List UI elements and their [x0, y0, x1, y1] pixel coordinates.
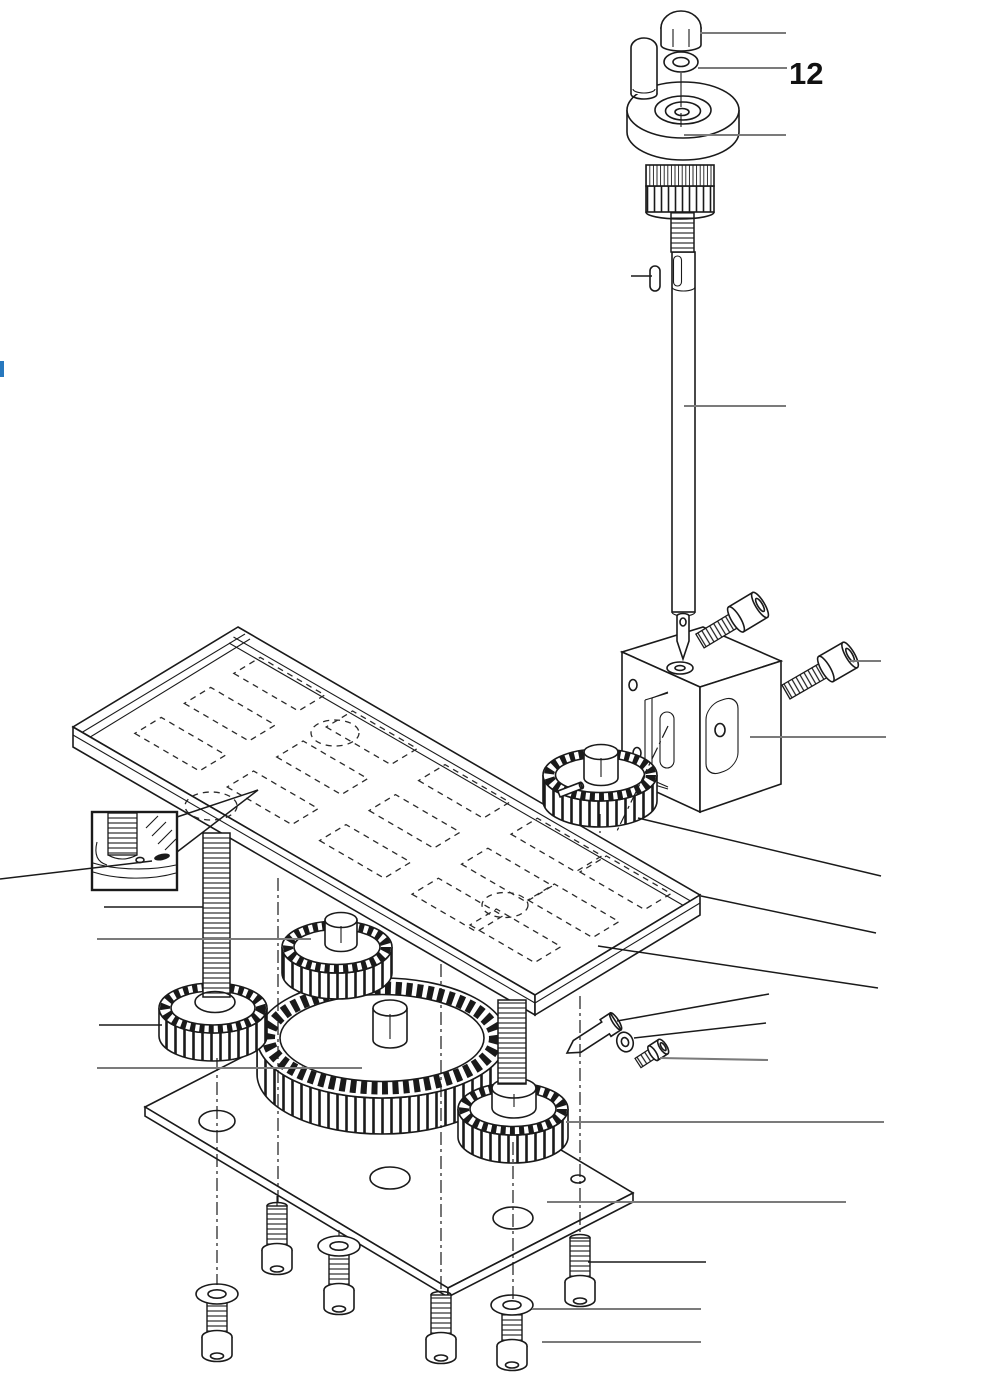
- plate-hole: [369, 1166, 411, 1190]
- taper-pin: [565, 1011, 623, 1054]
- mount-screw: [425, 1290, 457, 1365]
- nut-detail-inset: [90, 789, 259, 892]
- handwheel: [626, 81, 740, 161]
- keyway-slot: [672, 255, 683, 287]
- block-side-slot: [705, 697, 739, 775]
- leader-pinion: [637, 817, 882, 877]
- leader-taper-pin: [616, 993, 770, 1022]
- drive-shaft: [671, 251, 696, 662]
- pinion-hub: [583, 743, 619, 787]
- mount-washer: [490, 1294, 534, 1316]
- woodruff-key: [649, 265, 661, 292]
- center-lines: [216, 725, 669, 1300]
- detent-pin: [154, 853, 170, 861]
- handwheel-assembly: [626, 10, 740, 253]
- t-slot-table-top: [71, 626, 702, 1017]
- mount-washer: [195, 1283, 239, 1305]
- pinion-gear: [542, 743, 658, 828]
- middle-spur-gear: [281, 911, 393, 1000]
- lead-screw-right: [497, 999, 527, 1085]
- base-mounting-fasteners: [195, 1196, 596, 1372]
- callout-label-12: 12: [789, 56, 823, 91]
- cap-nut: [660, 10, 702, 52]
- leader-table: [700, 895, 877, 934]
- pinion-key: [556, 781, 585, 799]
- shaft-tip: [676, 612, 690, 662]
- mount-screw: [261, 1201, 293, 1276]
- leader-inset-detail: [0, 860, 153, 880]
- leader-lines: [0, 31, 886, 1344]
- leader-small-washer: [633, 1022, 767, 1039]
- small-washer: [615, 1031, 635, 1053]
- edge-artifact: [0, 361, 4, 377]
- set-screw: [634, 1038, 670, 1069]
- main-gear-hub: [372, 999, 408, 1049]
- lead-screw-left: [194, 832, 236, 1014]
- mount-washer: [317, 1235, 361, 1257]
- leader-table-2: [597, 945, 879, 989]
- socket-head-cap-screw-lower: [781, 641, 860, 700]
- graduated-dial: [645, 164, 715, 220]
- crank-handle: [630, 37, 658, 100]
- mount-screw: [564, 1233, 596, 1308]
- leader-set-screw: [659, 1056, 769, 1062]
- plate-hole-small: [570, 1174, 586, 1184]
- flat-washer: [663, 51, 699, 73]
- middle-gear-hub: [324, 911, 358, 953]
- socket-head-cap-screw-upper: [694, 591, 770, 649]
